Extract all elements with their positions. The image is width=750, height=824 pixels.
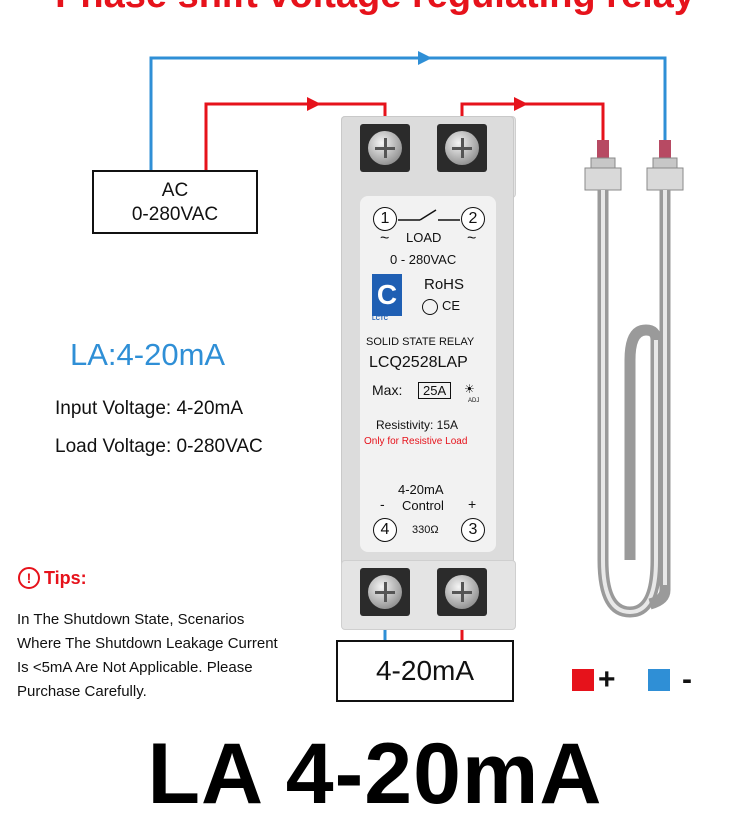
red-wire-arrow-1 bbox=[307, 97, 321, 111]
plus-sign: + bbox=[468, 496, 477, 512]
resistive-load-note: Only for Resistive Load bbox=[364, 436, 468, 447]
bottom-title: LA 4-20mA bbox=[147, 726, 603, 822]
resistivity: Resistivity: 15A bbox=[376, 418, 459, 432]
red-wire-arrow-2 bbox=[514, 97, 528, 111]
warning-icon: ! bbox=[18, 567, 40, 589]
tilde-right: ~ bbox=[467, 230, 477, 247]
wiring-diagram bbox=[149, 51, 684, 640]
resistance-value: 330Ω bbox=[412, 524, 439, 536]
blue-wire bbox=[149, 56, 667, 170]
relay-terminal-bottom-right bbox=[437, 568, 487, 616]
blue-square-icon bbox=[648, 669, 670, 691]
tips-line: Where The Shutdown Leakage Current bbox=[17, 635, 278, 652]
max-value: 25A bbox=[418, 382, 452, 399]
terminal-4-marker: 4 bbox=[373, 518, 397, 542]
screw-icon bbox=[445, 575, 479, 609]
adj-label: ADJ bbox=[468, 398, 480, 404]
legend-minus-label: - bbox=[682, 663, 692, 696]
load-range: 0 - 280VAC bbox=[390, 252, 457, 267]
blue-wire-arrow bbox=[418, 51, 432, 65]
model-heading: LA:4-20mA bbox=[70, 337, 226, 372]
ac-voltage-label: 0-280VAC bbox=[131, 204, 219, 225]
max-label: Max: bbox=[372, 382, 403, 398]
legend-plus-label: + bbox=[598, 663, 616, 696]
relay-type: SOLID STATE RELAY bbox=[366, 336, 475, 348]
lctc-logo-icon: C bbox=[372, 274, 402, 316]
rohs-mark: RoHS bbox=[424, 276, 465, 293]
red-wire-in bbox=[204, 102, 387, 170]
relay-terminal-top-right bbox=[437, 124, 487, 172]
load-label: LOAD bbox=[406, 230, 442, 245]
tips-heading: ! Tips: bbox=[18, 567, 87, 589]
relay-model: LCQ2528LAP bbox=[369, 354, 468, 371]
page-title: Phase shift voltage regulating relay bbox=[0, 0, 750, 17]
red-square-icon bbox=[572, 669, 594, 691]
relay-label-panel: 1 2 ~ LOAD ~ 0 - 280VAC C LCTC RoHS CE S… bbox=[360, 196, 496, 552]
control-range: 4-20mA bbox=[398, 482, 444, 497]
minus-sign: - bbox=[380, 496, 385, 512]
tips-line: In The Shutdown State, Scenarios bbox=[17, 611, 245, 628]
ccc-icon bbox=[422, 298, 438, 315]
tips-text: In The Shutdown State, Scenarios Where T… bbox=[17, 608, 337, 704]
control-label: Control bbox=[402, 498, 444, 513]
legend-plus: + bbox=[572, 663, 616, 697]
tilde-left: ~ bbox=[380, 230, 390, 247]
tips-line: Purchase Carefully. bbox=[17, 683, 147, 700]
lctc-logo-text: LCTC bbox=[372, 316, 388, 322]
legend-minus: - bbox=[648, 663, 692, 697]
tips-line: Is <5mA Are Not Applicable. Please bbox=[17, 659, 253, 676]
ac-label: AC bbox=[161, 180, 189, 201]
control-signal-box: 4-20mA bbox=[336, 640, 514, 702]
screw-icon bbox=[445, 131, 479, 165]
input-voltage-spec: Input Voltage: 4-20mA bbox=[55, 398, 244, 419]
heater-element bbox=[584, 140, 684, 618]
load-voltage-spec: Load Voltage: 0-280VAC bbox=[55, 436, 263, 457]
relay-terminal-top-left bbox=[360, 124, 410, 172]
terminal-2-marker: 2 bbox=[461, 207, 485, 231]
terminal-1-marker: 1 bbox=[373, 207, 397, 231]
switch-symbol-icon bbox=[398, 209, 460, 221]
terminal-3-marker: 3 bbox=[461, 518, 485, 542]
screw-icon bbox=[368, 575, 402, 609]
relay-terminal-bottom-left bbox=[360, 568, 410, 616]
tips-title: Tips: bbox=[44, 567, 87, 588]
ac-source-box: AC 0-280VAC bbox=[92, 170, 258, 234]
certification-marks: CE bbox=[422, 298, 460, 315]
screw-icon bbox=[368, 131, 402, 165]
red-wire-out bbox=[460, 102, 605, 148]
adjust-sun-icon: ☀ bbox=[464, 382, 475, 396]
